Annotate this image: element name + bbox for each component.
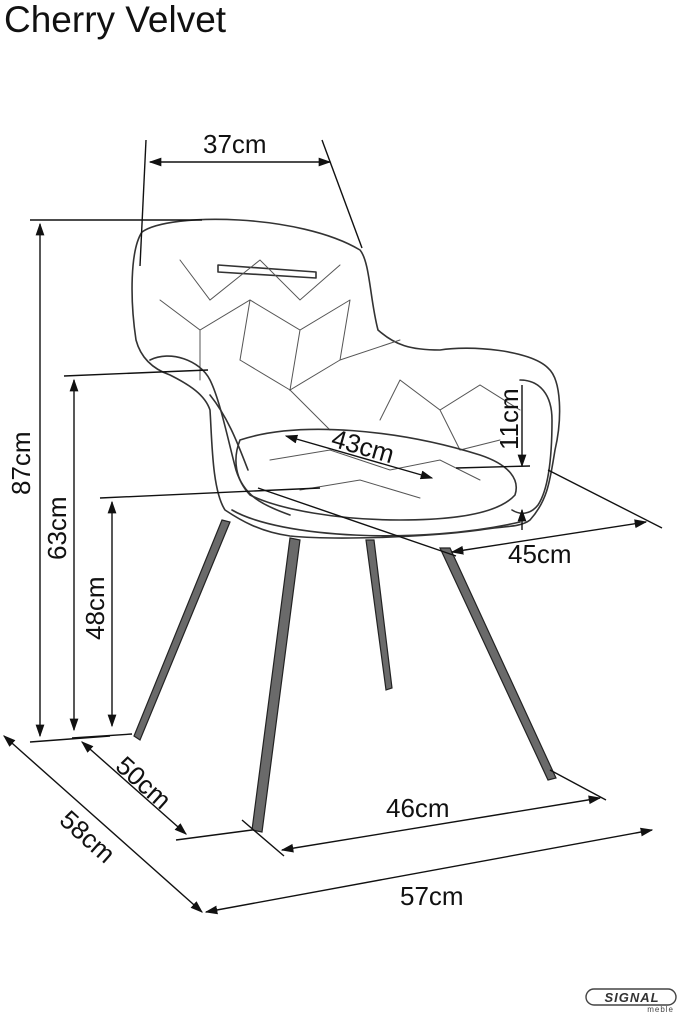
logo-name: SIGNAL [604,990,660,1005]
label-45cm: 45cm [508,539,572,569]
label-48cm: 48cm [80,576,110,640]
dimension-lines [3,139,663,915]
signal-logo: SIGNAL meble [584,988,680,1016]
logo-badge-icon [585,988,677,1006]
label-87cm: 87cm [6,431,36,495]
leg-front-left [133,519,231,741]
chair-sketch [131,218,561,833]
leg-back-right [439,547,557,781]
dim-line-57 [204,827,654,915]
label-43cm: 43cm [328,423,397,469]
label-37cm: 37cm [203,129,267,159]
label-46cm: 46cm [386,793,450,823]
leg-back-left [365,539,393,691]
page-title: Cherry Velvet [4,0,227,40]
label-58cm: 58cm [54,804,121,869]
logo-subtitle: meble [647,1005,674,1014]
label-11cm: 11cm [494,388,524,450]
dim-line-43 [284,434,434,480]
label-57cm: 57cm [400,881,464,911]
backrest-outline [131,218,561,539]
label-63cm: 63cm [42,496,72,560]
leg-front-right [251,537,301,833]
dim-line-58 [3,735,203,913]
label-50cm: 50cm [110,750,177,815]
dim-line-45 [450,519,648,555]
